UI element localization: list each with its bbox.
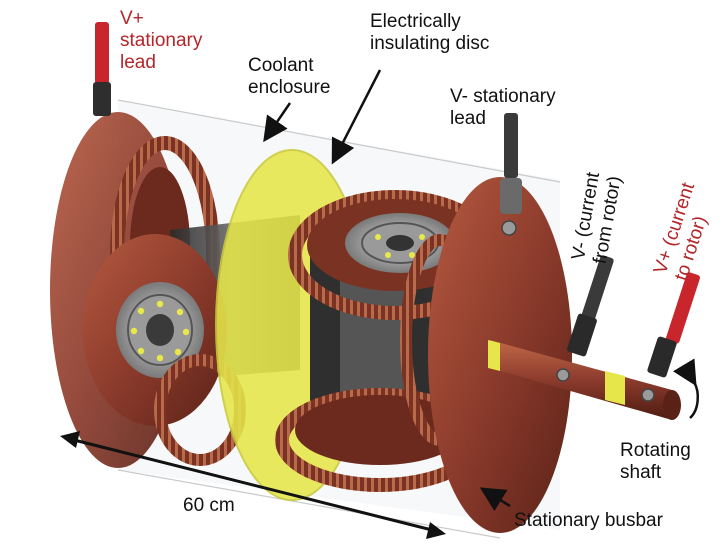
v-plus-stationary-line1: V+ <box>120 8 144 29</box>
rotating-shaft <box>488 340 681 420</box>
rotating-shaft-label: Rotating shaft <box>620 440 691 484</box>
v-minus-stationary-line2: lead <box>450 108 486 129</box>
insulating-disc-line2: insulating disc <box>370 33 490 54</box>
v-plus-stationary-label: V+ stationary lead <box>120 8 202 74</box>
v-plus-stationary-line3: lead <box>120 52 156 73</box>
v-plus-stationary-line2: stationary <box>120 30 203 51</box>
rotating-shaft-line1: Rotating <box>620 440 691 461</box>
left-rotor-disc <box>83 234 227 426</box>
insulating-disc-pointer <box>331 69 382 165</box>
v-minus-stationary-line1: V- stationary <box>450 86 556 107</box>
insulating-disc-label: Electrically insulating disc <box>370 11 489 55</box>
length-label: 60 cm <box>183 495 235 516</box>
rotation-arrow <box>673 358 699 419</box>
coolant-enclosure-line1: Coolant <box>248 55 314 76</box>
coolant-enclosure-pointer <box>263 102 292 143</box>
v-minus-stationary-lead <box>500 113 522 236</box>
stationary-busbar-pointer <box>479 487 511 512</box>
v-plus-rotor-lead <box>641 272 701 402</box>
v-minus-rotor-lead <box>556 255 614 382</box>
v-minus-stationary-label: V- stationary lead <box>450 86 556 130</box>
rotating-shaft-line2: shaft <box>620 462 662 483</box>
insulating-disc-line1: Electrically <box>370 11 461 32</box>
coolant-enclosure-line2: enclosure <box>248 77 331 98</box>
stationary-busbar-label: Stationary busbar <box>514 510 663 531</box>
v-plus-stationary-lead <box>93 22 111 116</box>
coolant-enclosure-label: Coolant enclosure <box>248 55 330 99</box>
length-dimension-arrow <box>60 431 446 539</box>
